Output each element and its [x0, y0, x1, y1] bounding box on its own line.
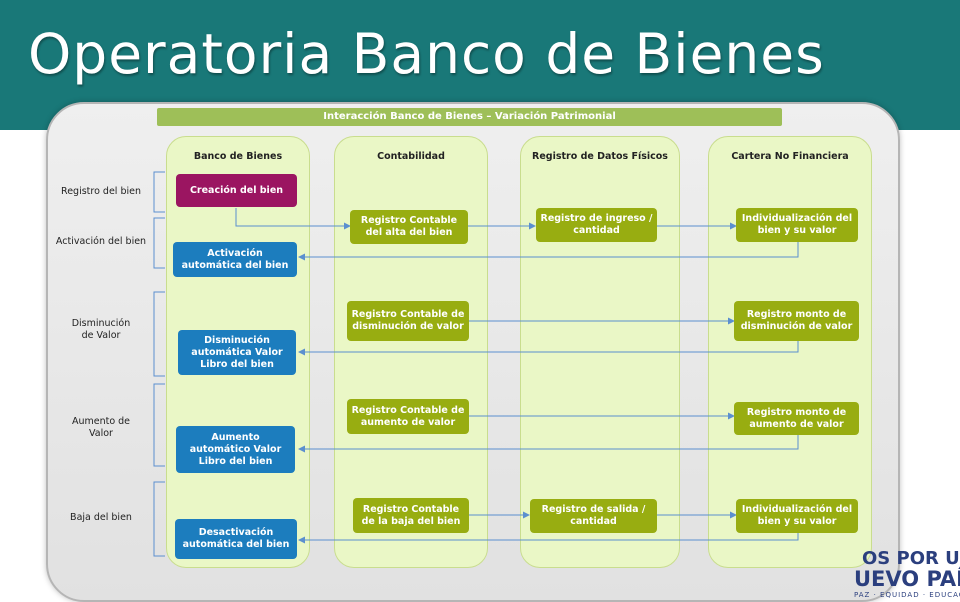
box-registro-salida: Registro de salida / cantidad — [530, 499, 657, 533]
lane-title: Registro de Datos Físicos — [532, 151, 668, 162]
box-registro-contable-aumento: Registro Contable de aumento de valor — [347, 399, 469, 434]
box-individualizacion-baja: Individualización del bien y su valor — [736, 499, 858, 533]
flow-indiv-to-activacion — [298, 242, 799, 261]
box-activacion-automatica: Activación automática del bien — [173, 242, 297, 277]
flow-monto-to-aumento — [298, 435, 799, 453]
box-aumento-automatico: Aumento automático Valor Libro del bien — [176, 426, 295, 473]
row-label-disminucion: Disminución de Valor — [71, 318, 131, 341]
box-registro-monto-disminucion: Registro monto de disminución de valor — [734, 301, 859, 341]
bracket-disminucion — [153, 291, 165, 377]
box-creacion-del-bien: Creación del bien — [176, 174, 297, 207]
box-individualizacion-alta: Individualización del bien y su valor — [736, 208, 858, 242]
box-registro-contable-baja: Registro Contable de la baja del bien — [353, 498, 469, 533]
box-disminucion-automatica: Disminución automática Valor Libro del b… — [178, 330, 296, 375]
logo-tagline: PAZ · EQUIDAD · EDUCACIÓN — [854, 591, 960, 599]
box-registro-ingreso: Registro de ingreso / cantidad — [536, 208, 657, 242]
diagram-banner: Interacción Banco de Bienes – Variación … — [157, 108, 782, 126]
box-registro-monto-aumento: Registro monto de aumento de valor — [734, 402, 859, 435]
row-label-registro: Registro del bien — [61, 186, 141, 197]
logo-text: UEVO PAÍS — [854, 567, 960, 591]
government-logo: OS POR UN UEVO PAÍS PAZ · EQUIDAD · EDUC… — [848, 548, 960, 600]
bracket-activacion — [153, 217, 165, 269]
logo-text: OS POR UN — [862, 548, 960, 569]
bracket-aumento — [153, 383, 165, 467]
row-label-baja: Baja del bien — [70, 512, 132, 523]
flow-monto-to-disminucion — [298, 341, 799, 356]
bracket-registro — [153, 171, 165, 213]
box-desactivacion-automatica: Desactivación automática del bien — [175, 519, 297, 559]
flow-creacion-to-alta — [235, 208, 351, 230]
box-registro-contable-disminucion: Registro Contable de disminución de valo… — [347, 301, 469, 341]
row-label-activacion: Activación del bien — [55, 236, 147, 247]
bracket-baja — [153, 481, 165, 557]
flow-indiv-to-desactivacion — [298, 533, 799, 544]
lane-title: Contabilidad — [377, 151, 445, 162]
row-label-aumento: Aumento de Valor — [71, 416, 131, 439]
row-brackets — [153, 171, 165, 557]
slide-title: Operatoria Banco de Bienes — [28, 22, 825, 86]
lane-title: Banco de Bienes — [193, 151, 283, 162]
lane-title: Cartera No Financiera — [731, 151, 849, 162]
box-registro-contable-alta: Registro Contable del alta del bien — [350, 210, 468, 244]
